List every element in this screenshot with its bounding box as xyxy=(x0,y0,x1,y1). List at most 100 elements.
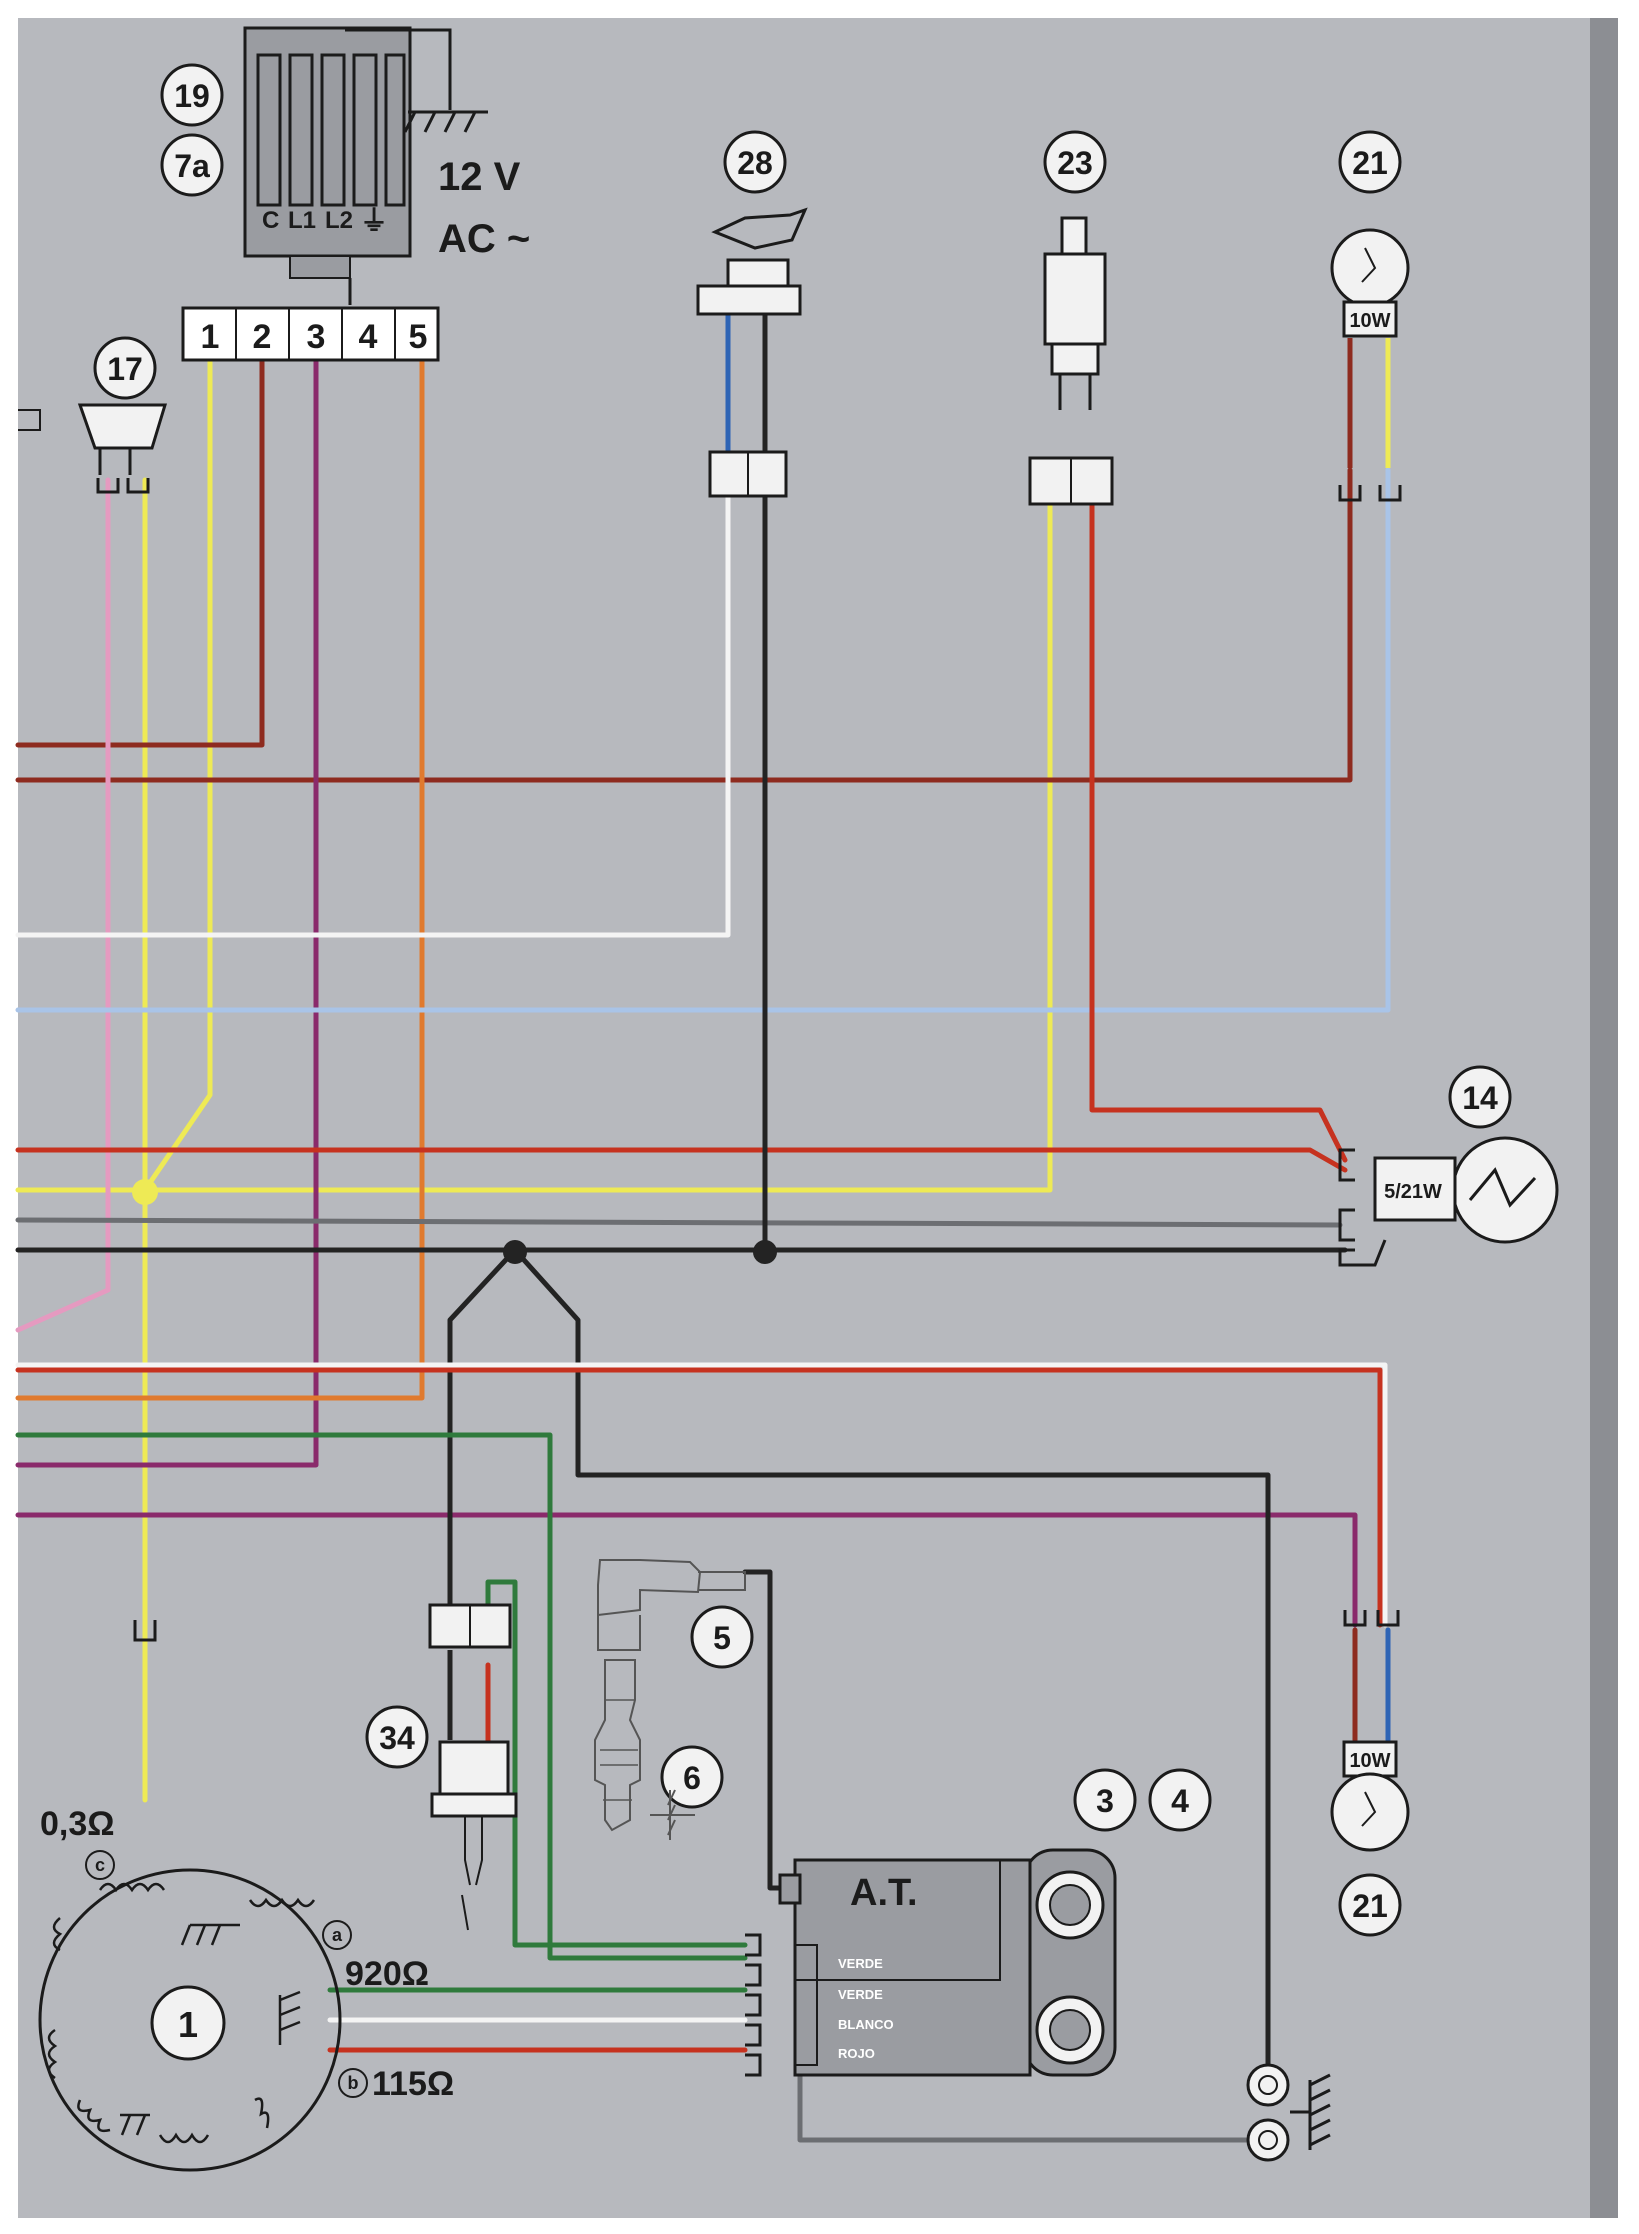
wires xyxy=(15,297,1391,2143)
tap-a-marker xyxy=(322,1920,352,1950)
tail-bulb-rating: 5/21W xyxy=(1384,1181,1442,1203)
regulator-pin-block: 1 2 3 4 5 xyxy=(181,306,440,362)
splice-black-right xyxy=(753,1240,777,1264)
wire-brown-pin2 xyxy=(15,357,265,748)
svg-text:c: c xyxy=(95,1855,105,1875)
regulator-terminal-l2: L2 xyxy=(325,207,353,234)
spark-plug-6: 6 xyxy=(594,1659,724,1840)
cdi-connector xyxy=(745,1933,762,2077)
svg-text:3: 3 xyxy=(1096,1783,1114,1819)
regulator: C L1 L2 ⏚ 12 V AC ~ xyxy=(243,26,530,305)
svg-text:28: 28 xyxy=(737,145,773,181)
pin-5: 5 xyxy=(409,318,428,356)
sensor-34-body xyxy=(438,1740,510,1796)
callout-19: 19 xyxy=(160,63,224,127)
callout-17 xyxy=(93,336,157,400)
callout-3: 3 xyxy=(1073,1768,1137,1832)
bulb-bottom-glass-icon xyxy=(1330,1772,1410,1852)
cdi-wire-verde-1: VERDE xyxy=(838,1956,883,1971)
bulb-top-connector xyxy=(1338,485,1402,502)
cdi-unit: A.T. VERDE VERDE BLANCO ROJO xyxy=(745,1848,1117,2077)
indicator-bulb-21-top: 21 10W xyxy=(1330,130,1410,502)
tap-c-marker xyxy=(85,1850,115,1880)
stator-1: 1 a b c 920Ω 115Ω 0,3Ω xyxy=(38,1805,454,2172)
bulb-top-rating: 10W xyxy=(1349,310,1390,332)
callout-23 xyxy=(1043,130,1107,194)
svg-text:14: 14 xyxy=(1462,1080,1498,1116)
wire-pink-horn xyxy=(15,477,111,1333)
wire-black-branch-34 xyxy=(447,1247,518,1633)
svg-text:7a: 7a xyxy=(174,148,210,184)
ring-terminal-1 xyxy=(1246,2063,1290,2107)
bulb-bottom-connector xyxy=(1343,1610,1400,1627)
svg-text:34: 34 xyxy=(379,1720,415,1756)
horn: 17 xyxy=(18,336,168,494)
plug-cap-icon xyxy=(597,1559,702,1617)
stator-ring xyxy=(38,1868,342,2172)
svg-text:b: b xyxy=(348,2073,359,2093)
regulator-terminal-l1: L1 xyxy=(288,207,316,234)
svg-text:5: 5 xyxy=(713,1620,731,1656)
regulator-current-type: AC ~ xyxy=(438,217,530,261)
regulator-terminal-c: C xyxy=(262,207,279,234)
regulator-ground-terminal: ⏚ xyxy=(360,205,388,236)
callout-4: 4 xyxy=(1148,1768,1212,1832)
wire-white-28 xyxy=(15,472,731,938)
svg-text:17: 17 xyxy=(107,351,143,387)
plug-ground-icon xyxy=(650,1789,695,1840)
svg-text:1: 1 xyxy=(178,2004,198,2045)
wire-purple-bulb21 xyxy=(15,1512,1358,1628)
callout-28 xyxy=(723,130,787,194)
wire-brown-bulb21 xyxy=(15,467,1353,783)
callout-1 xyxy=(150,1985,226,2061)
cdi-box xyxy=(793,1858,1032,2077)
svg-text:21: 21 xyxy=(1352,1888,1388,1924)
wire-yellow-main xyxy=(15,467,1053,1193)
pin-4: 4 xyxy=(359,318,378,356)
yellow-inline-connector xyxy=(133,1620,157,1642)
callout-21-bottom xyxy=(1338,1873,1402,1937)
wire-orange-pin5 xyxy=(15,357,425,1401)
ground-terminal xyxy=(1246,2063,1331,2162)
svg-text:4: 4 xyxy=(1171,1783,1189,1819)
wire-red-23-14 xyxy=(1089,467,1348,1163)
pin-2: 2 xyxy=(253,318,272,356)
ring-terminal-2 xyxy=(1246,2118,1290,2162)
spark-plug-icon xyxy=(594,1659,641,1832)
wire-yellow-pin1 xyxy=(142,357,213,1193)
splice-black-left xyxy=(503,1240,527,1264)
cdi-title: A.T. xyxy=(850,1872,918,1914)
stator-resistance-c: 0,3Ω xyxy=(40,1805,115,1843)
tail-connectors xyxy=(1338,1148,1387,1267)
wire-grey xyxy=(15,1217,1343,1228)
regulator-ground-wire xyxy=(345,28,452,110)
tail-light-14: 14 5/21W xyxy=(1338,1065,1559,1267)
horn-button-28: 28 xyxy=(696,130,808,498)
bulb-top-glass-icon xyxy=(1330,228,1410,308)
stator-resistance-b: 115Ω xyxy=(372,2065,454,2103)
ground-symbol-icon xyxy=(1290,2073,1331,2150)
tap-b-marker xyxy=(338,2068,368,2098)
stator-coils xyxy=(47,1882,316,2144)
regulator-body xyxy=(243,26,412,258)
wire-red-main xyxy=(15,1147,1348,1173)
callout-5 xyxy=(690,1605,754,1669)
pin-1: 1 xyxy=(201,318,220,356)
callout-34 xyxy=(365,1705,429,1769)
wire-whitered-stripe xyxy=(15,1367,1383,1628)
pin-3: 3 xyxy=(307,318,326,356)
cdi-wire-rojo: ROJO xyxy=(838,2046,875,2061)
horn-button-icon xyxy=(711,207,808,250)
regulator-ground-icon xyxy=(403,110,488,133)
wire-grey-cdi-ground xyxy=(797,2067,1253,2143)
spark-plug-cap-5: 5 xyxy=(597,1559,754,1669)
wire-lightblue-21 xyxy=(15,467,1391,1013)
horn-body-icon xyxy=(77,403,168,450)
wire-whitered-21 xyxy=(15,1362,1388,1628)
callout-14 xyxy=(1448,1065,1512,1129)
svg-text:6: 6 xyxy=(683,1760,701,1796)
svg-text:19: 19 xyxy=(174,78,210,114)
wire-green-1 xyxy=(15,1432,748,1961)
callout-6 xyxy=(660,1745,724,1809)
